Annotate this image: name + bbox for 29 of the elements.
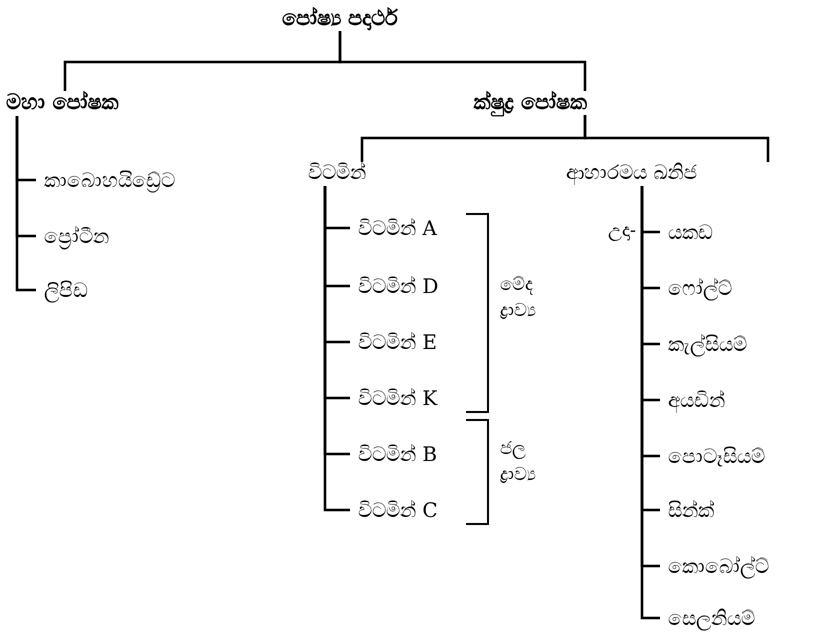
tree-item: ෆෝල්ට්	[668, 274, 732, 302]
tree-item: අයඩින්	[668, 386, 725, 414]
bracket-label: ජල ද්‍රාව්‍ය	[500, 437, 537, 487]
bracket-label: මේද ද්‍රාව්‍ය	[500, 273, 537, 323]
connector-line	[584, 115, 770, 162]
tree-item: විටමින් K	[358, 384, 438, 412]
example-label: උදා-	[606, 219, 636, 243]
category-heading: ක්ෂුද්‍ර පෝෂක	[395, 88, 587, 116]
category-heading: මහා පෝෂක	[6, 88, 118, 116]
tree-item: කොබෝල්ට්	[668, 552, 769, 580]
tree-item: විටමින් E	[358, 328, 437, 356]
tree-item: සින්ක්	[668, 496, 714, 524]
tree-item: යකඩ	[668, 218, 713, 246]
tree-item: විටමින්	[308, 158, 366, 186]
root-heading: පෝෂ්‍ය පදාර්ථ	[225, 4, 455, 32]
connector-line	[324, 186, 350, 512]
tree-item: කාබොහයිඩ්‍රේට	[44, 166, 175, 194]
tree-item: විටමින් D	[358, 272, 438, 300]
tree-item: ප්‍රෝටීන	[44, 222, 109, 250]
tree-item: විටමින් B	[358, 440, 438, 468]
tree-item: ආහාරමය ඛනිජ	[566, 158, 698, 186]
tree-item: සෙලනියම්	[668, 604, 755, 632]
connector-line	[338, 31, 586, 91]
tree-item: විටමින් A	[358, 214, 437, 242]
tree-item: පොටෑසියම්	[668, 442, 765, 470]
tree-item: ලිපිඩ	[44, 276, 88, 304]
tree-item: විටමින් C	[358, 496, 438, 524]
connector-line	[16, 116, 36, 292]
tree-item: කැල්සියම්	[668, 330, 747, 358]
